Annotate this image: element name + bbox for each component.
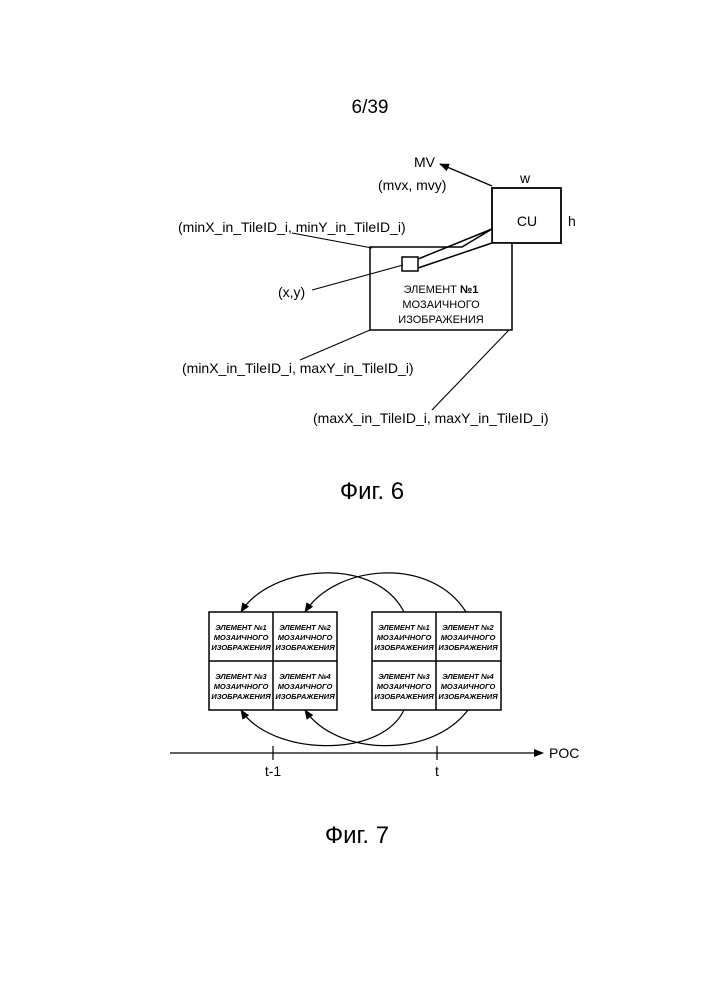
tick-label-t-minus-1: t-1: [265, 763, 282, 779]
height-label: h: [568, 213, 576, 229]
tile-2-right: ЭЛЕМЕНТ №2 МОЗАИЧНОГО ИЗОБРАЖЕНИЯ: [438, 623, 498, 652]
page-number: 6/39: [352, 97, 389, 118]
ref-arrow-bottom-tile4: [305, 710, 468, 746]
tile-1-right: ЭЛЕМЕНТ №1 МОЗАИЧНОГО ИЗОБРАЖЕНИЯ: [374, 623, 434, 652]
mv-components-label: (mvx, mvy): [378, 177, 446, 193]
svg-text:МОЗАИЧНОГО: МОЗАИЧНОГО: [214, 633, 269, 642]
figure-6: MV (mvx, mvy) CU w h ЭЛЕМЕНТ №1 МОЗАИЧНО…: [178, 154, 576, 505]
svg-text:МОЗАИЧНОГО: МОЗАИЧНОГО: [441, 633, 496, 642]
reference-block: [402, 257, 418, 271]
tile-3-left: ЭЛЕМЕНТ №3 МОЗАИЧНОГО ИЗОБРАЖЕНИЯ: [211, 672, 271, 701]
svg-text:ИЗОБРАЖЕНИЯ: ИЗОБРАЖЕНИЯ: [211, 643, 271, 652]
tile-4-right: ЭЛЕМЕНТ №4 МОЗАИЧНОГО ИЗОБРАЖЕНИЯ: [438, 672, 498, 701]
svg-text:МОЗАИЧНОГО: МОЗАИЧНОГО: [441, 682, 496, 691]
point-label: (x,y): [278, 284, 305, 300]
svg-text:ИЗОБРАЖЕНИЯ: ИЗОБРАЖЕНИЯ: [438, 643, 498, 652]
tile-label-line2: МОЗАИЧНОГО: [402, 299, 480, 311]
tile-label-line1: ЭЛЕМЕНТ №1: [404, 284, 479, 296]
tile-label-line3: ИЗОБРАЖЕНИЯ: [398, 314, 483, 326]
tick-label-t: t: [435, 763, 439, 779]
ref-arrow-top-tile1: [241, 573, 404, 612]
svg-text:ЭЛЕМЕНТ №2: ЭЛЕМЕНТ №2: [442, 623, 494, 632]
tile-4-left: ЭЛЕМЕНТ №4 МОЗАИЧНОГО ИЗОБРАЖЕНИЯ: [275, 672, 335, 701]
svg-text:ЭЛЕМЕНТ №2: ЭЛЕМЕНТ №2: [279, 623, 331, 632]
svg-text:МОЗАИЧНОГО: МОЗАИЧНОГО: [377, 633, 432, 642]
tile-2-left: ЭЛЕМЕНТ №2 МОЗАИЧНОГО ИЗОБРАЖЕНИЯ: [275, 623, 335, 652]
svg-text:ИЗОБРАЖЕНИЯ: ИЗОБРАЖЕНИЯ: [211, 692, 271, 701]
mv-arrow: [440, 164, 492, 186]
mv-label: MV: [414, 154, 436, 170]
top-left-corner-label: (minX_in_TileID_i, minY_in_TileID_i): [178, 219, 406, 235]
top-left-leader: [292, 233, 372, 248]
bottom-left-leader: [300, 330, 370, 360]
svg-text:ЭЛЕМЕНТ №3: ЭЛЕМЕНТ №3: [215, 672, 267, 681]
picture-t-minus-1: ЭЛЕМЕНТ №1 МОЗАИЧНОГО ИЗОБРАЖЕНИЯ ЭЛЕМЕН…: [209, 612, 337, 710]
poc-axis-label: POC: [549, 745, 579, 761]
svg-text:ИЗОБРАЖЕНИЯ: ИЗОБРАЖЕНИЯ: [374, 643, 434, 652]
tile-3-right: ЭЛЕМЕНТ №3 МОЗАИЧНОГО ИЗОБРАЖЕНИЯ: [374, 672, 434, 701]
picture-t: ЭЛЕМЕНТ №1 МОЗАИЧНОГО ИЗОБРАЖЕНИЯ ЭЛЕМЕН…: [372, 612, 501, 710]
figure-7: ЭЛЕМЕНТ №1 МОЗАИЧНОГО ИЗОБРАЖЕНИЯ ЭЛЕМЕН…: [170, 573, 579, 849]
svg-text:ЭЛЕМЕНТ №4: ЭЛЕМЕНТ №4: [279, 672, 331, 681]
bottom-left-corner-label: (minX_in_TileID_i, maxY_in_TileID_i): [182, 360, 414, 376]
ref-arrow-top-tile2: [305, 573, 466, 612]
svg-text:ИЗОБРАЖЕНИЯ: ИЗОБРАЖЕНИЯ: [438, 692, 498, 701]
figure-7-caption: Фиг. 7: [325, 822, 389, 849]
tile-1-left: ЭЛЕМЕНТ №1 МОЗАИЧНОГО ИЗОБРАЖЕНИЯ: [211, 623, 271, 652]
svg-text:ЭЛЕМЕНТ №1: ЭЛЕМЕНТ №1: [378, 623, 429, 632]
svg-text:МОЗАИЧНОГО: МОЗАИЧНОГО: [377, 682, 432, 691]
figure-6-caption: Фиг. 6: [340, 478, 404, 505]
svg-text:ИЗОБРАЖЕНИЯ: ИЗОБРАЖЕНИЯ: [275, 643, 335, 652]
cu-label: CU: [517, 213, 537, 229]
svg-text:ЭЛЕМЕНТ №3: ЭЛЕМЕНТ №3: [378, 672, 430, 681]
svg-text:МОЗАИЧНОГО: МОЗАИЧНОГО: [278, 633, 333, 642]
svg-text:ИЗОБРАЖЕНИЯ: ИЗОБРАЖЕНИЯ: [275, 692, 335, 701]
svg-text:ЭЛЕМЕНТ №1: ЭЛЕМЕНТ №1: [215, 623, 266, 632]
bottom-right-corner-label: (maxX_in_TileID_i, maxY_in_TileID_i): [313, 410, 548, 426]
svg-text:ЭЛЕМЕНТ №4: ЭЛЕМЕНТ №4: [442, 672, 494, 681]
svg-text:МОЗАИЧНОГО: МОЗАИЧНОГО: [214, 682, 269, 691]
bottom-right-leader: [432, 330, 509, 410]
svg-text:ИЗОБРАЖЕНИЯ: ИЗОБРАЖЕНИЯ: [374, 692, 434, 701]
svg-text:МОЗАИЧНОГО: МОЗАИЧНОГО: [278, 682, 333, 691]
width-label: w: [519, 170, 531, 186]
